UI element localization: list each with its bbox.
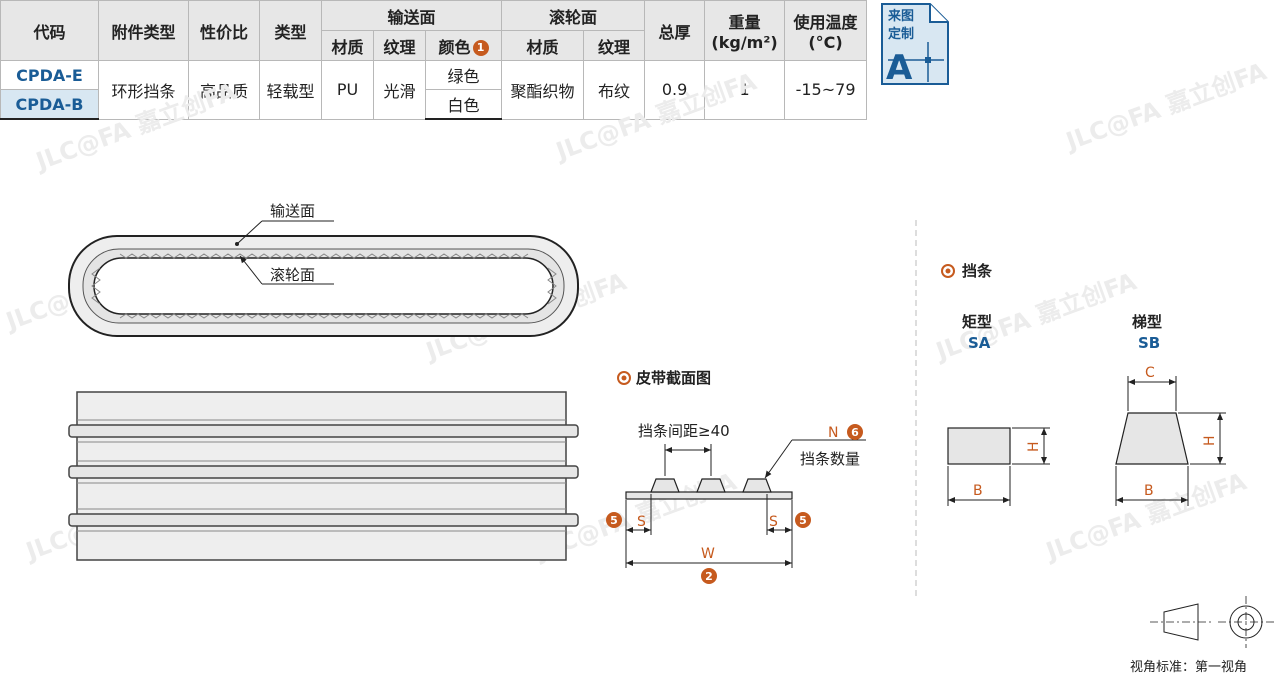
- row-code[interactable]: CPDA-B: [0, 89, 99, 121]
- header-roller-material: 材质: [501, 30, 585, 61]
- row-code[interactable]: CPDA-E: [0, 59, 99, 91]
- cleat-types: 挡条 矩型 SA H B 梯型 SB C H B: [941, 262, 1226, 506]
- trap-c-label: C: [1145, 365, 1155, 381]
- custom-badge-line2: 定制: [887, 26, 914, 42]
- cleat-bullet-icon: [941, 264, 955, 278]
- trap-b-label: B: [1144, 483, 1154, 499]
- s-right-badge: [795, 512, 811, 528]
- rect-cleat-name: 矩型: [962, 313, 992, 331]
- custom-badge-letter: A: [886, 48, 913, 86]
- belt-side-view: [68, 391, 579, 561]
- watermark: JLC@FA 嘉立创FA: [551, 67, 761, 166]
- section-bullet-icon: [617, 371, 631, 385]
- svg-text:2: 2: [705, 570, 713, 583]
- s-right-label: S: [769, 514, 778, 530]
- rect-cleat-shape: [947, 427, 1011, 465]
- header-roller-surface: 滚轮面: [501, 0, 646, 31]
- cell-type: 轻载型: [259, 60, 322, 120]
- w-badge: [701, 568, 717, 584]
- header-temp-line1: 使用温度: [793, 13, 858, 32]
- s-left-badge: [606, 512, 622, 528]
- custom-drawing-badge[interactable]: 来图 定制 A: [880, 2, 950, 86]
- cross-section-view: 皮带截面图 挡条间距≥40 N 6 挡条数量 S 5 S 5 W: [606, 369, 866, 584]
- cleat-count-label: 挡条数量: [800, 450, 860, 468]
- roller-surface-label: 滚轮面: [270, 266, 315, 284]
- header-conveying-surface: 输送面: [320, 0, 503, 31]
- custom-badge-line1: 来图: [887, 8, 914, 24]
- cell-weight: 1: [704, 60, 786, 120]
- header-material: 材质: [321, 30, 374, 61]
- page-fold-icon: [929, 4, 948, 23]
- trap-h-label: H: [1202, 435, 1218, 446]
- rect-b-label: B: [973, 483, 983, 499]
- watermark: JLC@FA 嘉立创FA: [1061, 57, 1271, 156]
- cell-cost-performance: 高品质: [188, 60, 260, 120]
- rect-h-label: H: [1026, 441, 1042, 452]
- cell-roller-texture: 布纹: [583, 60, 646, 120]
- w-label: W: [701, 546, 715, 562]
- header-texture: 纹理: [373, 30, 426, 61]
- rect-cleat-code: SA: [968, 334, 991, 352]
- belt-loop-view: 输送面 滚轮面: [68, 202, 579, 337]
- svg-text:5: 5: [799, 514, 807, 527]
- spec-table: 代码 附件类型 性价比 类型 输送面 滚轮面 总厚 重量 (kg/m²) 使用温…: [0, 0, 868, 121]
- cleat-n-label: N: [828, 425, 838, 441]
- header-weight: 重量 (kg/m²): [704, 0, 786, 61]
- cell-roller-material: 聚酯织物: [501, 60, 585, 120]
- table-row: CPDA-E 环形挡条 高品质 轻载型 PU 光滑 绿色 聚酯织物 布纹 0.9…: [0, 59, 868, 120]
- header-cost-performance: 性价比: [188, 0, 260, 61]
- conveying-surface-label: 输送面: [270, 202, 315, 220]
- header-temp-line2: (°C): [808, 33, 843, 52]
- cleat-spacing-label: 挡条间距≥40: [638, 422, 730, 440]
- table-row: CPDA-B 白色: [0, 89, 867, 121]
- header-color-label: 颜色: [438, 37, 471, 57]
- document-icon: [881, 3, 949, 85]
- cross-section-title: 皮带截面图: [636, 369, 711, 387]
- cell-temperature: -15~79: [784, 60, 868, 120]
- cell-total-thickness: 0.9: [644, 60, 706, 120]
- header-temperature: 使用温度 (°C): [784, 0, 868, 61]
- n-note-badge: [847, 424, 863, 440]
- trap-cleat-name: 梯型: [1132, 313, 1162, 331]
- trap-cleat-shape: [1115, 412, 1189, 465]
- header-total-thickness: 总厚: [644, 0, 706, 61]
- watermark: JLC@FA 嘉立创FA: [31, 77, 241, 176]
- projection-symbol-icon: [1150, 596, 1274, 648]
- cleat-title: 挡条: [962, 262, 993, 280]
- cell-color: 绿色: [424, 59, 503, 91]
- header-code: 代码: [0, 0, 99, 61]
- svg-text:6: 6: [851, 426, 859, 439]
- trap-cleat-code: SB: [1138, 334, 1160, 352]
- header-roller-texture: 纹理: [583, 30, 646, 61]
- cell-texture: 光滑: [373, 60, 426, 120]
- s-left-label: S: [637, 514, 646, 530]
- cell-accessory-type: 环形挡条: [98, 60, 189, 120]
- svg-text:5: 5: [610, 514, 618, 527]
- color-note-badge: 1: [472, 40, 489, 56]
- header-weight-line2: (kg/m²): [711, 33, 778, 52]
- projection-note: 视角标准：第一视角: [1130, 660, 1248, 675]
- header-weight-line1: 重量: [728, 13, 761, 32]
- cell-color: 白色: [424, 89, 503, 121]
